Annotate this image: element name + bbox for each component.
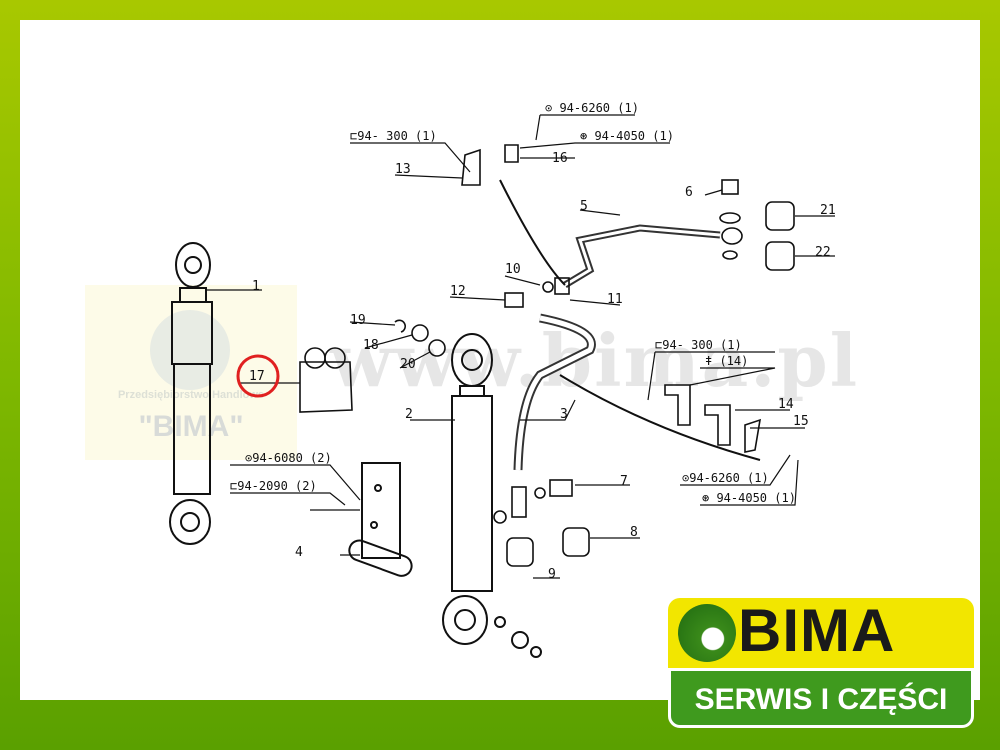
part-label-6: 6 xyxy=(685,185,693,200)
part-label-18: 18 xyxy=(363,338,379,353)
part-label-12: 12 xyxy=(450,284,466,299)
part-label-4: 4 xyxy=(295,545,303,560)
part-label-7: 7 xyxy=(620,474,628,489)
watermark-url: www.bima.pl xyxy=(330,318,860,403)
watermark-box: Przedsiębiorstwo Handlowe "BIMA" xyxy=(85,285,297,460)
part-label-20: 20 xyxy=(400,357,416,372)
part-label-3: 3 xyxy=(560,407,568,422)
ref-4-a: ⊙94-6080 (2) xyxy=(245,451,332,465)
part-label-2: 2 xyxy=(405,407,413,422)
part-label-10: 10 xyxy=(505,262,521,277)
logo-name: BIMA xyxy=(738,597,896,664)
watermark-company-line: Przedsiębiorstwo Handlowe xyxy=(117,389,265,401)
part-label-17: 17 xyxy=(249,369,265,384)
ref-15-a: ⊙94-6260 (1) xyxy=(682,471,769,485)
ref-14-a: ⊏94- 300 (1) xyxy=(655,338,742,352)
part-label-5: 5 xyxy=(580,199,588,214)
ref-16-b: ⊛ 94-4050 (1) xyxy=(580,129,674,143)
part-label-22: 22 xyxy=(815,245,831,260)
ref-15-b: ⊛ 94-4050 (1) xyxy=(702,491,796,505)
part-label-21: 21 xyxy=(820,203,836,218)
watermark-logo-icon xyxy=(150,310,230,390)
part-label-14: 14 xyxy=(778,397,794,412)
part-label-9: 9 xyxy=(548,567,556,582)
leader-lines xyxy=(205,114,835,579)
ref-13: ⊏94- 300 (1) xyxy=(350,129,437,143)
bracket-part-4 xyxy=(348,462,413,577)
pipe-part-5 xyxy=(563,224,721,289)
part-label-15: 15 xyxy=(793,414,809,429)
ref-14-b: ǂ (14) xyxy=(705,354,748,368)
part-label-11: 11 xyxy=(607,292,623,307)
part-label-1: 1 xyxy=(252,279,260,294)
cylinder-part-2 xyxy=(442,333,542,658)
part-label-8: 8 xyxy=(630,525,638,540)
part-label-19: 19 xyxy=(350,313,366,328)
part-label-16: 16 xyxy=(552,151,568,166)
logo-tagline: SERWIS I CZĘŚCI xyxy=(694,683,948,716)
highlight-circle xyxy=(236,354,280,398)
cylinder-part-1 xyxy=(169,242,213,545)
ref-16-a: ⊙ 94-6260 (1) xyxy=(545,101,639,115)
small-parts xyxy=(299,144,795,567)
golf-ball-icon xyxy=(678,604,736,662)
ref-4-b: ⊏94-2090 (2) xyxy=(230,479,317,493)
part-label-13: 13 xyxy=(395,162,411,177)
bima-logo: BIMA SERWIS I CZĘŚCI xyxy=(668,597,974,733)
watermark-company-name: "BIMA" xyxy=(138,410,244,443)
